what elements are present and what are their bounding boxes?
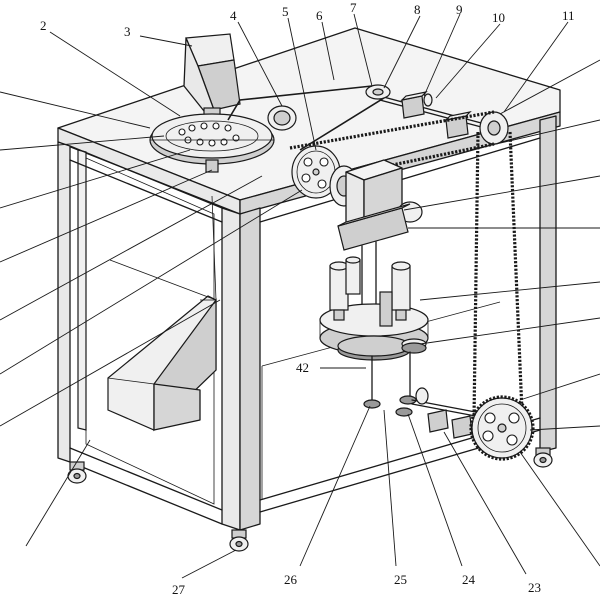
gear-42 bbox=[337, 335, 427, 361]
plate-drive-motor bbox=[267, 105, 297, 131]
castor-wheel-right bbox=[533, 447, 553, 468]
label-part-8: 8 bbox=[414, 2, 421, 17]
part-number-labels: 2 3 4 5 6 7 8 9 10 11 42 27 26 25 24 23 bbox=[40, 0, 575, 597]
right-leg bbox=[539, 115, 557, 453]
castor-wheel-front bbox=[229, 529, 249, 552]
label-part-6: 6 bbox=[316, 8, 323, 23]
label-part-42: 42 bbox=[296, 360, 309, 375]
label-part-9: 9 bbox=[456, 2, 463, 17]
label-part-26: 26 bbox=[284, 572, 298, 587]
label-part-11: 11 bbox=[562, 8, 575, 23]
label-part-24: 24 bbox=[462, 572, 476, 587]
front-corner-leg-side bbox=[239, 207, 261, 531]
lower-shaft bbox=[411, 387, 487, 439]
gearbox bbox=[337, 159, 423, 251]
label-part-23: 23 bbox=[528, 580, 541, 595]
rear-leg bbox=[77, 149, 87, 431]
bearing-block-9 bbox=[400, 91, 428, 119]
leader-lines bbox=[0, 13, 600, 579]
cup-back bbox=[345, 256, 361, 295]
cup-right bbox=[391, 261, 411, 321]
label-part-10: 10 bbox=[492, 10, 505, 25]
seed-plate bbox=[149, 113, 275, 173]
discharge-chute bbox=[107, 195, 217, 432]
machine-frame bbox=[57, 27, 561, 552]
castor-wheel-left bbox=[67, 461, 87, 484]
label-part-2: 2 bbox=[40, 18, 47, 33]
front-corner-leg bbox=[221, 207, 241, 531]
large-sprocket-wheel bbox=[291, 145, 341, 199]
bevel-gear-24 bbox=[395, 395, 417, 417]
label-part-5: 5 bbox=[282, 4, 289, 19]
upper-sprocket bbox=[479, 111, 509, 145]
upper-shaft bbox=[379, 91, 501, 139]
label-part-27: 27 bbox=[172, 582, 186, 597]
label-part-4: 4 bbox=[230, 8, 237, 23]
label-part-3: 3 bbox=[124, 24, 131, 39]
lower-sprocket-23 bbox=[469, 395, 535, 461]
label-part-25: 25 bbox=[394, 572, 407, 587]
small-pulley bbox=[365, 84, 391, 100]
bevel-gear-25 bbox=[363, 399, 381, 409]
label-part-7: 7 bbox=[350, 0, 357, 15]
